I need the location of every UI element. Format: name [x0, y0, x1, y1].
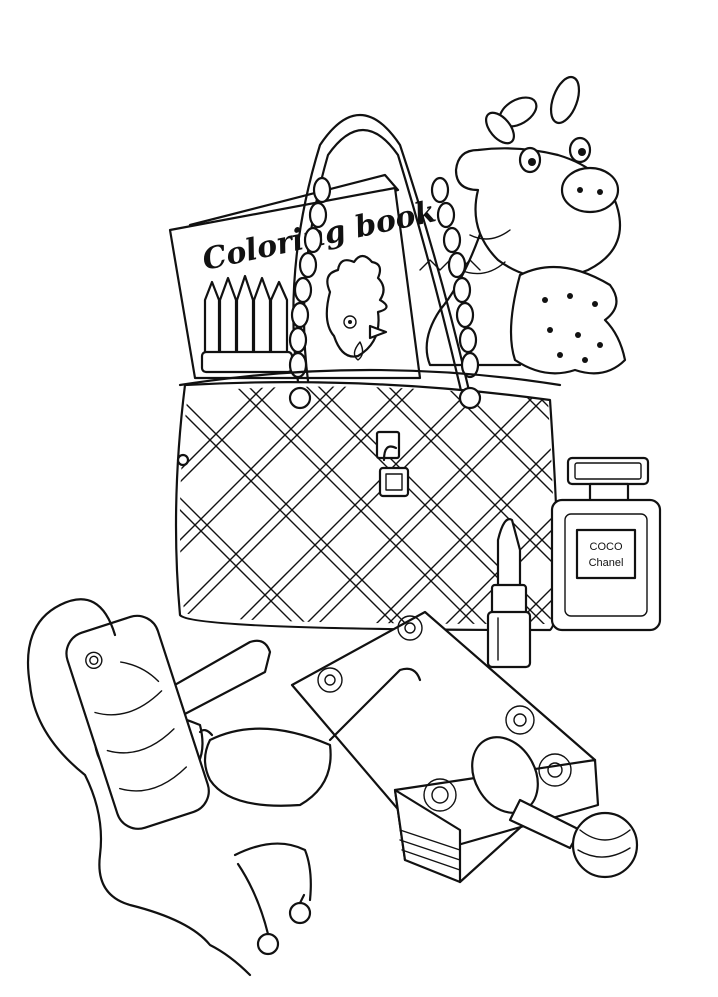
rooster-icon	[325, 254, 388, 361]
pencils-icon	[200, 274, 294, 374]
padlock-icon	[375, 430, 410, 498]
rattle-icon	[471, 736, 639, 879]
handbag-icon	[174, 113, 562, 632]
notebook-icon	[290, 610, 600, 884]
phone-icon	[65, 614, 210, 830]
earphones-icon	[26, 598, 312, 977]
lipstick-icon	[486, 518, 532, 669]
perfume-label-line1: COCO	[590, 541, 623, 553]
perfume-bottle-icon: COCO Chanel	[550, 456, 662, 632]
giraffe-plush-icon	[419, 75, 627, 375]
perfume-label-line2: Chanel	[589, 557, 624, 569]
